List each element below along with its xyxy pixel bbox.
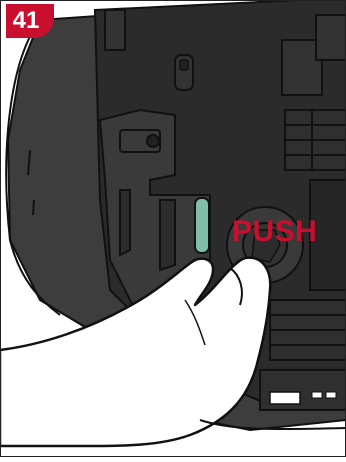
illustration-frame [0,0,346,457]
instruction-step: 41 PUSH [0,0,346,457]
